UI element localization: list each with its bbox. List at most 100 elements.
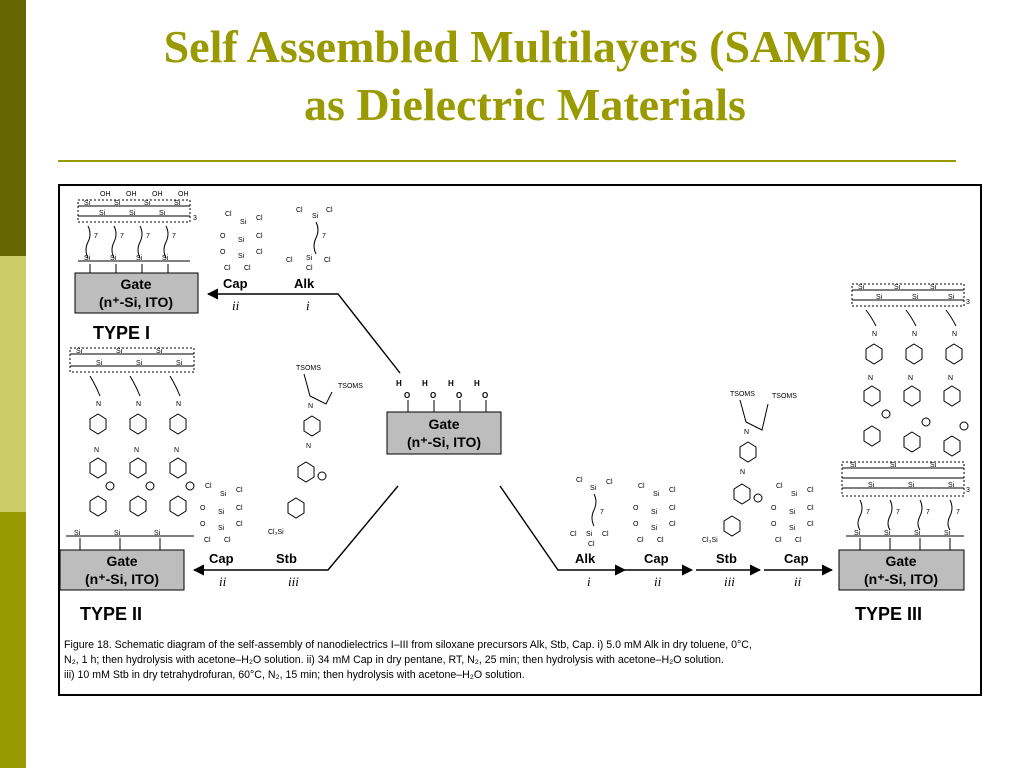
svg-text:Si: Si <box>176 360 183 367</box>
svg-text:Si: Si <box>876 294 883 301</box>
cap-reagent-molecule-4: Cl Si Cl O Si Cl O Si Cl Cl Cl <box>771 483 814 544</box>
svg-text:Si: Si <box>651 509 658 516</box>
svg-text:Si: Si <box>84 255 91 262</box>
arrow-to-type-1 <box>206 288 401 374</box>
type-2-label: TYPE II <box>80 604 142 624</box>
type-2-multilayer-structure: Si Si Si Si Si Si N N N N N N <box>66 347 195 550</box>
svg-text:Cl: Cl <box>256 215 263 222</box>
svg-text:Si: Si <box>914 530 921 537</box>
title-underline <box>58 160 956 162</box>
gate-box-type-1: Gate (n⁺-Si, ITO) <box>74 272 199 314</box>
stb-reagent-molecule-1: TSOMS TSOMS N N Cl₃Si <box>268 365 363 536</box>
step-i-3: i <box>587 574 591 589</box>
svg-text:O: O <box>633 505 639 512</box>
svg-text:O: O <box>482 391 488 400</box>
svg-text:N: N <box>744 429 749 436</box>
svg-text:Si: Si <box>789 525 796 532</box>
svg-text:Si: Si <box>858 284 865 291</box>
svg-text:Cl: Cl <box>570 531 577 538</box>
svg-text:Cl: Cl <box>807 487 814 494</box>
svg-text:Si: Si <box>791 491 798 498</box>
svg-text:Cl: Cl <box>296 207 303 214</box>
caption-line-2: N₂, 1 h; then hydrolysis with acetone–H₂… <box>64 654 724 666</box>
svg-text:Si: Si <box>306 255 313 262</box>
svg-text:Si: Si <box>129 210 136 217</box>
svg-text:Si: Si <box>238 237 245 244</box>
svg-text:3: 3 <box>193 215 197 222</box>
svg-text:7: 7 <box>956 509 960 516</box>
gate-box-center: Gate (n⁺-Si, ITO) <box>386 411 502 455</box>
svg-text:O: O <box>200 505 206 512</box>
svg-text:N: N <box>174 447 179 454</box>
svg-text:O: O <box>220 233 226 240</box>
svg-text:Cl: Cl <box>669 521 676 528</box>
svg-text:N: N <box>868 375 873 382</box>
svg-text:Cl: Cl <box>775 537 782 544</box>
alk-reagent-molecule-3: Cl Si Cl 7 Cl Si Cl Cl <box>570 477 613 548</box>
svg-text:Cl: Cl <box>576 477 583 484</box>
svg-text:Cl: Cl <box>606 479 613 486</box>
slide-title-line-1: Self Assembled Multilayers (SAMTs) <box>163 21 887 72</box>
svg-text:Si: Si <box>884 530 891 537</box>
svg-text:Cl: Cl <box>225 211 232 218</box>
svg-text:OH: OH <box>178 191 189 198</box>
step-ii-2: ii <box>219 574 227 589</box>
svg-text:7: 7 <box>146 233 150 240</box>
svg-text:Si: Si <box>908 482 915 489</box>
svg-text:Si: Si <box>930 462 937 469</box>
svg-text:Cl: Cl <box>795 537 802 544</box>
svg-text:Si: Si <box>850 462 857 469</box>
svg-text:Si: Si <box>84 200 91 207</box>
figure-panel: Gate (n⁺-Si, ITO) Gate (n⁺-Si, ITO) Gate… <box>58 184 982 696</box>
svg-text:3: 3 <box>966 487 970 494</box>
svg-text:Si: Si <box>948 294 955 301</box>
svg-text:Si: Si <box>96 360 103 367</box>
alk-reagent-molecule-1: Cl Si Cl 7 Cl Si Cl Cl <box>286 207 333 272</box>
cap-reagent-molecule-3: Cl Si Cl O Si Cl O Si Cl Cl Cl <box>633 483 676 544</box>
reagent-cap-3b: Cap <box>784 551 809 566</box>
svg-text:H: H <box>396 379 402 388</box>
arrow-to-type-2 <box>192 485 399 576</box>
caption-line-3: iii) 10 mM Stb in dry tetrahydrofuran, 6… <box>64 669 525 681</box>
svg-text:Cl: Cl <box>256 249 263 256</box>
svg-text:TSOMS: TSOMS <box>296 365 321 372</box>
svg-text:Si: Si <box>162 255 169 262</box>
svg-text:OH: OH <box>152 191 163 198</box>
svg-text:Cl₃Si: Cl₃Si <box>268 529 284 536</box>
sidebar-block-top <box>0 0 26 256</box>
svg-text:TSOMS: TSOMS <box>730 391 755 398</box>
sidebar-block-bottom <box>0 512 26 768</box>
svg-text:N: N <box>96 401 101 408</box>
reagent-stb-3: Stb <box>716 551 737 566</box>
reagent-alk-3: Alk <box>575 551 596 566</box>
svg-text:Cl: Cl <box>657 537 664 544</box>
svg-text:N: N <box>306 443 311 450</box>
schematic-diagram: Gate (n⁺-Si, ITO) Gate (n⁺-Si, ITO) Gate… <box>60 191 970 624</box>
svg-text:TSOMS: TSOMS <box>338 383 363 390</box>
svg-text:OH: OH <box>100 191 111 198</box>
svg-text:7: 7 <box>172 233 176 240</box>
svg-text:Cl: Cl <box>204 537 211 544</box>
svg-text:N: N <box>136 401 141 408</box>
svg-text:H: H <box>422 379 428 388</box>
type-3-multilayer-structure: Si Si Si Si Si Si 3 N N N N N N <box>841 283 970 550</box>
svg-text:Cl: Cl <box>637 537 644 544</box>
svg-text:Si: Si <box>894 284 901 291</box>
svg-text:O: O <box>456 391 462 400</box>
figure-caption: Figure 18. Schematic diagram of the self… <box>64 638 978 683</box>
svg-text:Si: Si <box>238 253 245 260</box>
type-1-multilayer-structure: OH OH OH OH Si Si Si Si Si Si Si 3 7 7 7… <box>77 191 197 273</box>
gate-sub-label-2: (n⁺-Si, ITO) <box>85 571 159 587</box>
slide-title: Self Assembled Multilayers (SAMTs) as Di… <box>40 18 1010 134</box>
caption-line-1: Figure 18. Schematic diagram of the self… <box>64 639 752 651</box>
slide-title-line-2: as Dielectric Materials <box>304 79 746 130</box>
gate-sub-label-1: (n⁺-Si, ITO) <box>99 294 173 310</box>
svg-text:7: 7 <box>896 509 900 516</box>
gate-box-type-3: Gate (n⁺-Si, ITO) <box>838 549 965 591</box>
svg-text:Cl: Cl <box>326 207 333 214</box>
svg-text:O: O <box>430 391 436 400</box>
svg-text:Cl: Cl <box>588 541 595 548</box>
svg-text:7: 7 <box>120 233 124 240</box>
svg-text:Cl: Cl <box>286 257 293 264</box>
svg-text:Cl: Cl <box>236 505 243 512</box>
